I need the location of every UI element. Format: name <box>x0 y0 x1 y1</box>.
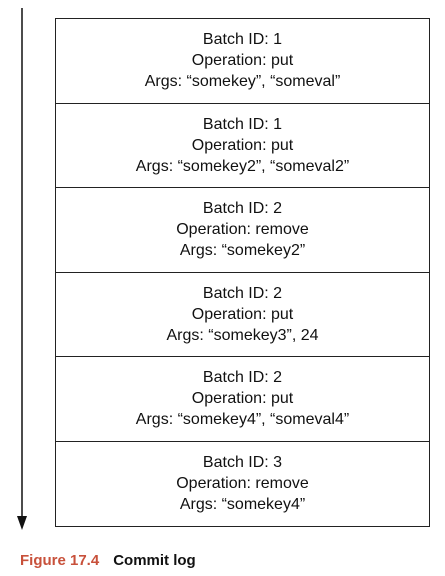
operation: Operation: remove <box>176 221 309 239</box>
figure-number: Figure 17.4 <box>20 552 100 569</box>
time-direction-arrow <box>17 8 27 530</box>
figure-caption: Figure 17.4 Commit log <box>20 552 196 569</box>
args: Args: “somekey2” <box>179 242 306 260</box>
batch-id: Batch ID: 3 <box>202 454 283 472</box>
log-entry: Batch ID: 1 Operation: put Args: “someke… <box>56 19 429 104</box>
args: Args: “somekey3”, 24 <box>166 326 319 344</box>
batch-id: Batch ID: 1 <box>202 115 283 133</box>
args: Args: “somekey2”, “someval2” <box>135 157 350 175</box>
operation: Operation: put <box>191 390 294 408</box>
operation: Operation: put <box>191 136 294 154</box>
args: Args: “somekey4” <box>179 496 306 514</box>
commit-log: Batch ID: 1 Operation: put Args: “someke… <box>55 18 430 527</box>
log-entry: Batch ID: 2 Operation: put Args: “someke… <box>56 273 429 357</box>
log-entry: Batch ID: 3 Operation: remove Args: “som… <box>56 442 429 527</box>
log-entry: Batch ID: 1 Operation: put Args: “someke… <box>56 104 429 188</box>
args: Args: “somekey4”, “someval4” <box>135 411 350 429</box>
log-entry: Batch ID: 2 Operation: remove Args: “som… <box>56 188 429 273</box>
args: Args: “somekey”, “someval” <box>144 73 341 91</box>
batch-id: Batch ID: 2 <box>202 369 283 387</box>
batch-id: Batch ID: 1 <box>202 31 283 49</box>
operation: Operation: remove <box>176 475 309 493</box>
operation: Operation: put <box>191 305 294 323</box>
figure-title: Commit log <box>113 552 196 569</box>
batch-id: Batch ID: 2 <box>202 284 283 302</box>
log-entry: Batch ID: 2 Operation: put Args: “someke… <box>56 357 429 442</box>
batch-id: Batch ID: 2 <box>202 200 283 218</box>
operation: Operation: put <box>191 52 294 70</box>
